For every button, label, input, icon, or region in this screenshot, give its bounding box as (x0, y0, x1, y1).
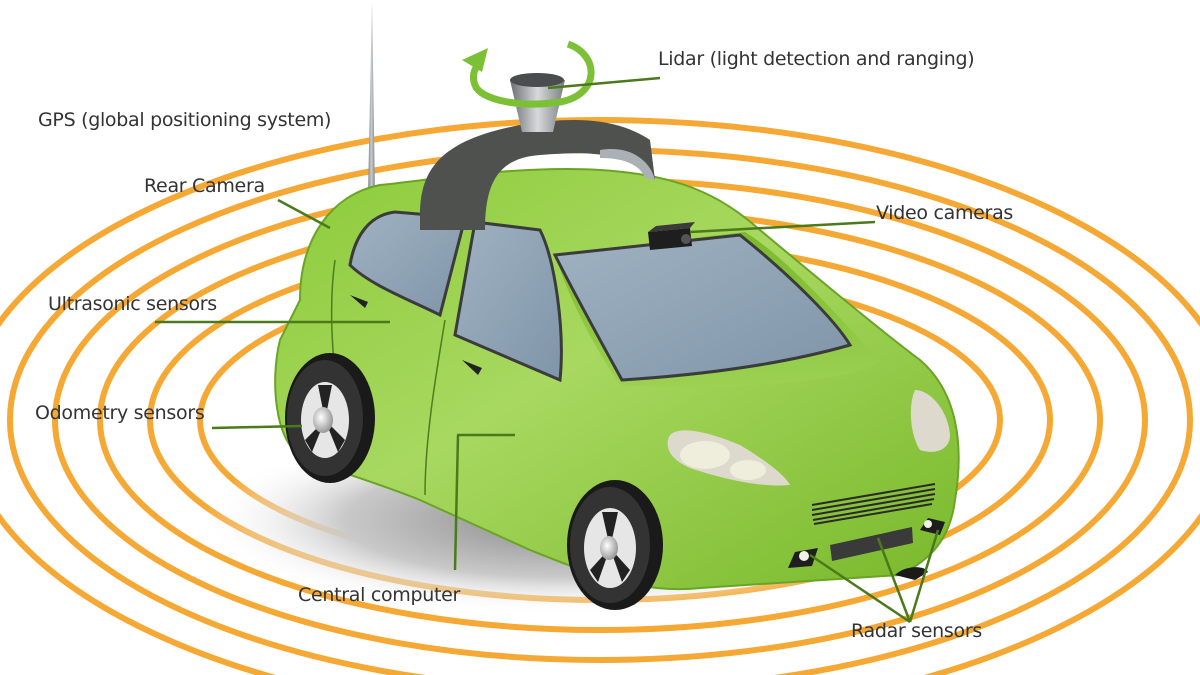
label-lidar: Lidar (light detection and ranging) (658, 48, 975, 70)
gps-antenna-icon (368, 0, 375, 195)
rear-wheel-icon (285, 353, 375, 483)
label-radar-sensors: Radar sensors (851, 620, 982, 642)
label-odometry-sensors: Odometry sensors (35, 402, 205, 424)
leader-lines (155, 76, 940, 624)
label-gps: GPS (global positioning system) (38, 109, 332, 131)
rotation-arrow-icon (469, 40, 595, 108)
video-camera-icon (648, 222, 695, 250)
grille-icon (811, 483, 936, 525)
label-central-computer: Central computer (298, 584, 461, 606)
label-rear-camera: Rear Camera (144, 175, 265, 197)
front-wheel-icon (567, 480, 663, 610)
label-video-cameras: Video cameras (876, 202, 1014, 224)
label-ultrasonic-sensors: Ultrasonic sensors (48, 293, 217, 315)
front-radar-icon (830, 527, 913, 561)
